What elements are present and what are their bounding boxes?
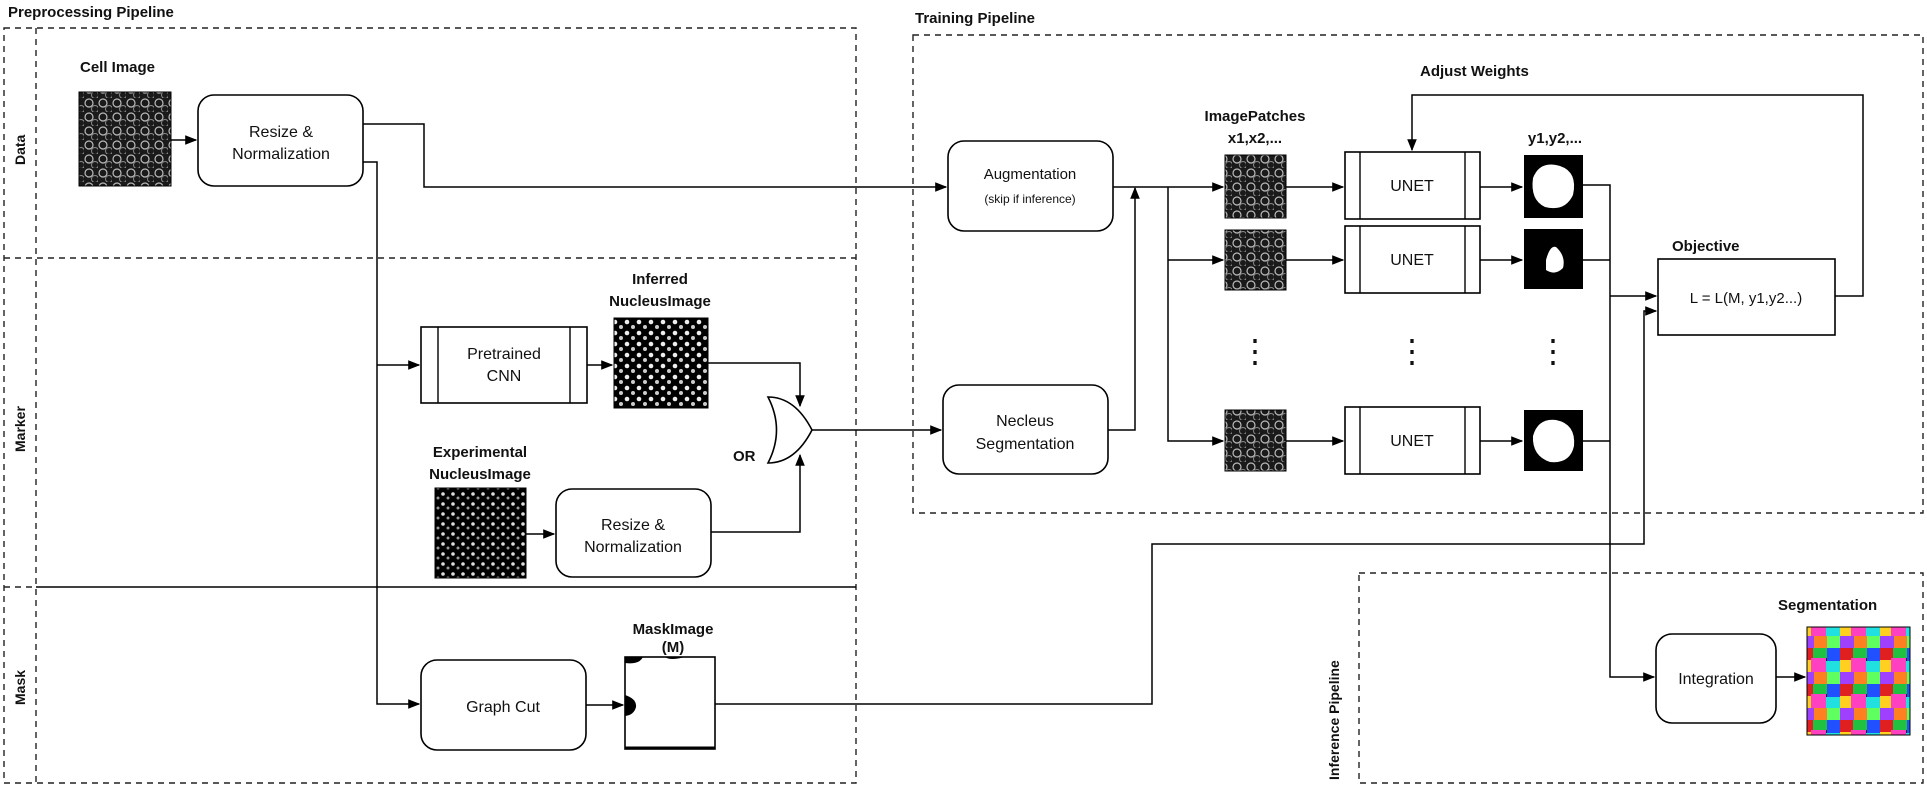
svg-text:Normalization: Normalization xyxy=(584,539,682,556)
unet-label-1: UNET xyxy=(1390,178,1434,195)
output-mask-1 xyxy=(1524,155,1583,218)
svg-text:Experimental: Experimental xyxy=(433,444,527,461)
svg-text:Pretrained: Pretrained xyxy=(467,346,541,363)
pretrained-cnn-line1: Pretrained xyxy=(467,346,541,363)
svg-text:Segmentation: Segmentation xyxy=(976,436,1075,453)
connectors xyxy=(171,94,1864,710)
unet-label-2: UNET xyxy=(1390,252,1434,269)
svg-text:NucleusImage: NucleusImage xyxy=(609,293,711,310)
svg-text:ImagePatches: ImagePatches xyxy=(1205,108,1306,125)
experimental-nucleus-label-line1: Experimental xyxy=(433,444,527,461)
training-title: Training Pipeline xyxy=(915,10,1035,27)
output-mask-3 xyxy=(1524,410,1583,471)
unet-label-3: UNET xyxy=(1390,433,1434,450)
inference-title: Inference Pipeline xyxy=(1326,660,1342,780)
or-gate xyxy=(766,396,813,464)
unet-ellipsis: ⋮ xyxy=(1396,333,1428,369)
objective-title: Objective xyxy=(1672,238,1740,255)
augmentation-note: (skip if inference) xyxy=(984,192,1075,206)
adjust-weights-label: Adjust Weights xyxy=(1420,63,1529,80)
inference-frame xyxy=(1358,572,1924,784)
image-patches-label-line1: ImagePatches xyxy=(1205,108,1306,125)
svg-text:Inferred: Inferred xyxy=(632,271,688,288)
svg-text:MaskImage: MaskImage xyxy=(633,621,714,638)
nucleus-segmentation-line2: Segmentation xyxy=(976,436,1075,453)
row-label-data: Data xyxy=(12,134,28,165)
svg-text:x1,x2,...: x1,x2,... xyxy=(1228,130,1282,147)
augmentation-label: Augmentation xyxy=(984,166,1077,183)
nucleus-segmentation-line1: Necleus xyxy=(996,413,1054,430)
objective-box xyxy=(1657,258,1836,336)
image-patch-2 xyxy=(1224,229,1287,291)
svg-text:Resize &: Resize & xyxy=(601,517,665,534)
pretrained-cnn-line2: CNN xyxy=(487,368,522,385)
svg-text:Normalization: Normalization xyxy=(232,146,330,163)
svg-text:(M): (M) xyxy=(662,639,685,656)
resize-normalization-box-1 xyxy=(197,94,364,187)
cell-image-thumbnail xyxy=(78,91,172,187)
unet-box-1: UNET xyxy=(1344,151,1481,220)
resize-normalization-2-line1: Resize & xyxy=(601,517,665,534)
svg-text:NucleusImage: NucleusImage xyxy=(429,466,531,483)
resize-normalization-2-line2: Normalization xyxy=(584,539,682,556)
preprocessing-title: Preprocessing Pipeline xyxy=(8,4,174,21)
patches-ellipsis: ⋮ xyxy=(1239,333,1271,369)
outputs-label: y1,y2,... xyxy=(1528,130,1582,147)
inferred-nucleus-label-line1: Inferred xyxy=(632,271,688,288)
outputs-ellipsis: ⋮ xyxy=(1537,333,1569,369)
segmentation-thumbnail xyxy=(1806,626,1911,736)
image-patch-3 xyxy=(1224,409,1287,472)
pretrained-cnn-box xyxy=(420,326,588,404)
objective-formula: L = L(M, y1,y2...) xyxy=(1690,290,1802,307)
experimental-nucleus-label-line2: NucleusImage xyxy=(429,466,531,483)
row-label-marker: Marker xyxy=(12,406,28,452)
augmentation-box xyxy=(947,140,1114,232)
unet-box-3: UNET xyxy=(1344,406,1481,475)
training-frame xyxy=(912,34,1924,514)
inferred-nucleus-label-line2: NucleusImage xyxy=(609,293,711,310)
experimental-nucleus-thumbnail xyxy=(434,487,527,579)
resize-normalization-box-2 xyxy=(555,488,712,578)
integration-box xyxy=(1655,633,1777,724)
mask-image-label-line1: MaskImage xyxy=(633,621,714,638)
svg-text:CNN: CNN xyxy=(487,368,522,385)
segmentation-label: Segmentation xyxy=(1778,597,1877,614)
or-gate-label: OR xyxy=(733,448,756,465)
cell-image-label: Cell Image xyxy=(80,59,155,76)
mask-image-thumbnail xyxy=(624,656,716,750)
graph-cut-label: Graph Cut xyxy=(466,699,540,716)
image-patches-label-line2: x1,x2,... xyxy=(1228,130,1282,147)
svg-text:Necleus: Necleus xyxy=(996,413,1054,430)
inferred-nucleus-thumbnail xyxy=(613,317,709,409)
resize-normalization-1-line2: Normalization xyxy=(232,146,330,163)
mask-image-label-line2: (M) xyxy=(662,639,685,656)
svg-text:Resize &: Resize & xyxy=(249,124,313,141)
output-mask-2 xyxy=(1524,229,1583,289)
integration-label: Integration xyxy=(1678,671,1754,688)
row-label-mask: Mask xyxy=(12,670,28,705)
unet-box-2: UNET xyxy=(1344,225,1481,294)
resize-normalization-1-line1: Resize & xyxy=(249,124,313,141)
image-patch-1 xyxy=(1224,154,1287,219)
